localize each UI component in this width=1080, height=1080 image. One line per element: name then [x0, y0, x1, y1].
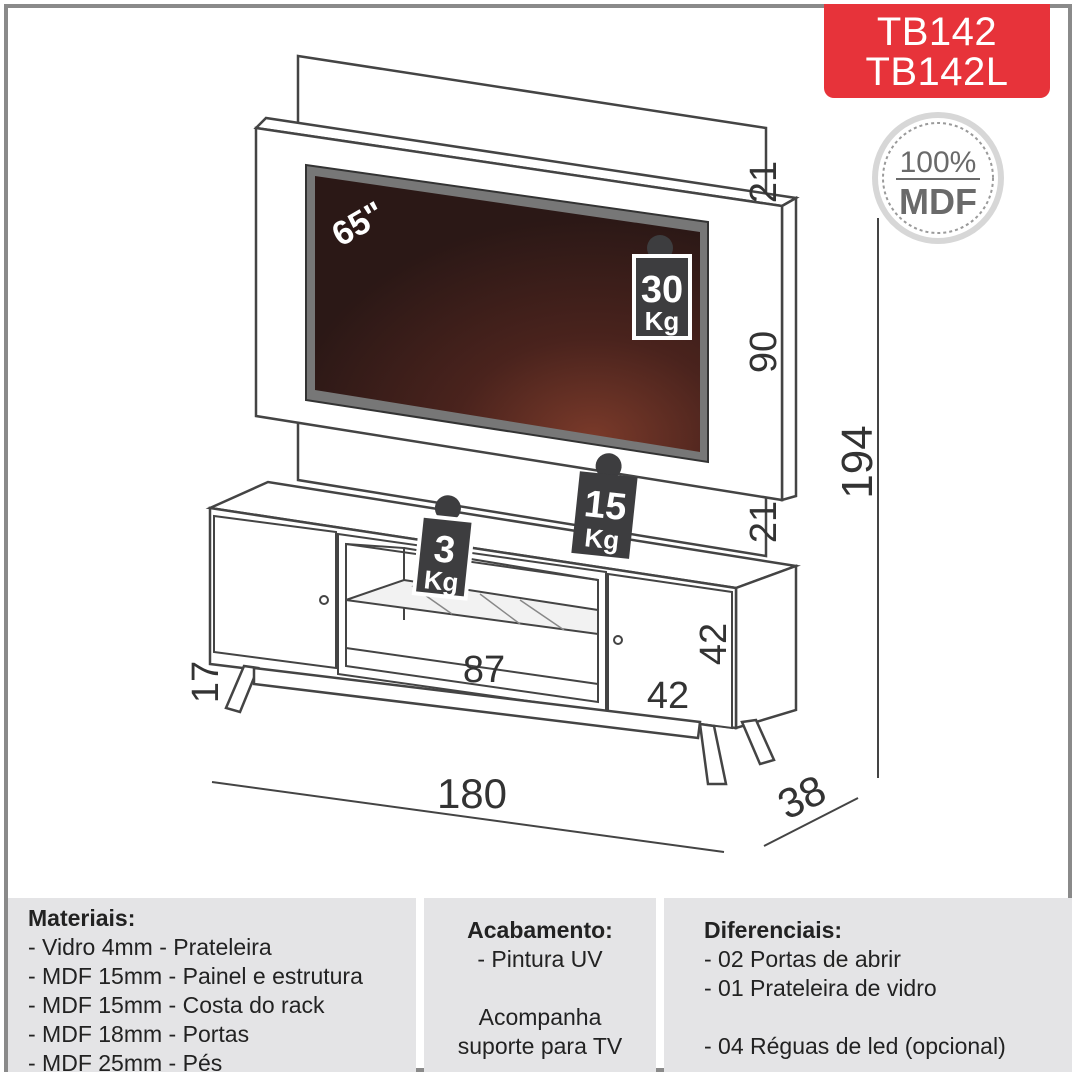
- dimension-lines: [211, 218, 879, 853]
- materials-item: - MDF 15mm - Painel e estrutura: [28, 963, 363, 989]
- finish-title: Acabamento:: [467, 917, 613, 943]
- weight-unit-15: Kg: [583, 522, 621, 555]
- materials-item: - Vidro 4mm - Prateleira: [28, 934, 272, 960]
- model-code-2: TB142L: [865, 50, 1009, 94]
- features-item: - 01 Prateleira de vidro: [704, 975, 937, 1001]
- dim-total-width: 180: [437, 770, 507, 817]
- materials-item: - MDF 15mm - Costa do rack: [28, 992, 325, 1018]
- finish-item: - Pintura UV: [477, 946, 603, 972]
- dim-leg-height: 17: [185, 661, 227, 703]
- features-item: - 02 Portas de abrir: [704, 946, 901, 972]
- seal-percent: 100%: [900, 146, 977, 179]
- materials-item: - MDF 18mm - Portas: [28, 1021, 250, 1047]
- left-door: [213, 514, 337, 670]
- legs: [224, 664, 776, 786]
- weight-value-30: 30: [641, 269, 683, 311]
- dim-lower-panel: 21: [743, 501, 785, 543]
- dim-depth: 38: [770, 766, 833, 829]
- features-item: - 04 Réguas de led (opcional): [704, 1033, 1006, 1059]
- features-panel: Diferenciais: - 02 Portas de abrir - 01 …: [664, 898, 1072, 1072]
- weight-tag-15: 15 Kg: [571, 453, 638, 559]
- right-door: [607, 572, 733, 730]
- dim-door-height: 42: [693, 623, 735, 665]
- finish-note-line1: Acompanha: [478, 1004, 602, 1030]
- seal-material: MDF: [899, 181, 977, 222]
- model-code-1: TB142: [876, 10, 998, 54]
- features-title: Diferenciais:: [704, 917, 843, 943]
- materials-title: Materiais:: [28, 905, 136, 931]
- dim-panel-height: 90: [743, 331, 785, 373]
- dim-niche-width: 87: [463, 649, 505, 691]
- dim-total-height: 194: [833, 425, 882, 498]
- weight-tag-3: 3 Kg: [411, 495, 476, 601]
- finish-panel: Acabamento: - Pintura UV Acompanha supor…: [424, 898, 656, 1072]
- model-badge: TB142 TB142L: [824, 4, 1050, 98]
- weight-tag-30: 30 Kg: [632, 235, 692, 340]
- center-niche: [337, 532, 607, 714]
- weight-unit-3: Kg: [422, 564, 460, 597]
- tv-screen: 65": [305, 163, 709, 464]
- weight-unit-30: Kg: [645, 306, 680, 336]
- mdf-seal-icon: 100% MDF: [872, 112, 1004, 244]
- finish-note-line2: suporte para TV: [457, 1033, 623, 1059]
- dim-door-width: 42: [647, 675, 689, 717]
- weight-value-3: 3: [432, 528, 457, 572]
- materials-panel: Materiais: - Vidro 4mm - Prateleira - MD…: [8, 898, 416, 1076]
- dim-top-panel: 21: [743, 161, 785, 203]
- materials-item: - MDF 25mm - Pés: [28, 1050, 223, 1076]
- weight-value-15: 15: [582, 483, 628, 529]
